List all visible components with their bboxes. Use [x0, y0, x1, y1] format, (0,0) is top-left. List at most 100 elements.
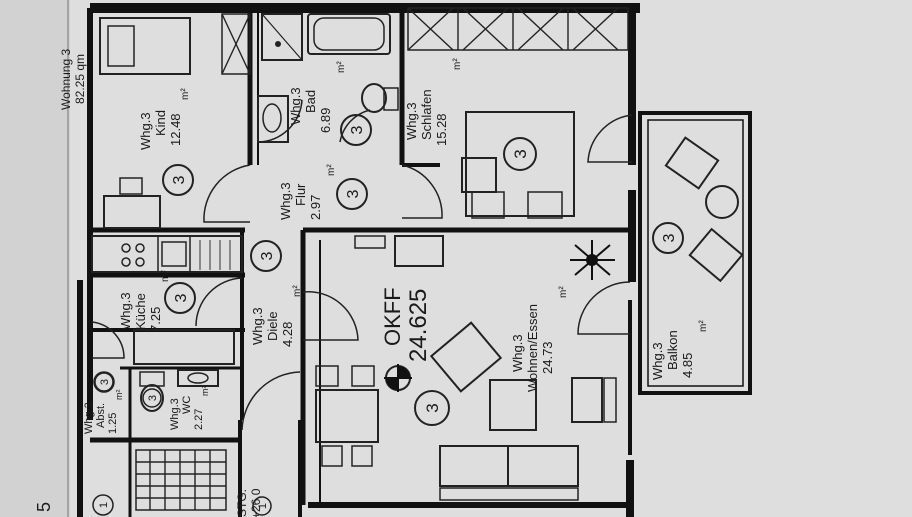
- svg-text:Whg.3: Whg.3: [650, 342, 665, 380]
- armchair: [429, 321, 503, 393]
- stair-marker: 1: [252, 496, 272, 516]
- left-edge-number: 5: [34, 502, 54, 512]
- kueche-counter: [91, 235, 243, 273]
- svg-text:Whg.3: Whg.3: [288, 87, 303, 125]
- sofa: [439, 445, 579, 501]
- room-label-wc: Whg.3 WC 2.27 m²: [169, 386, 210, 431]
- svg-text:3: 3: [423, 403, 442, 412]
- room-marker-flur: 3: [336, 178, 368, 210]
- svg-text:3: 3: [173, 293, 190, 302]
- room-marker-kind: 3: [162, 164, 194, 196]
- svg-text:2.97: 2.97: [308, 195, 323, 220]
- kind-bed: [99, 17, 191, 75]
- svg-text:m²: m²: [292, 285, 303, 297]
- svg-text:+26,0: +26,0: [249, 488, 263, 517]
- svg-text:m²: m²: [180, 88, 191, 100]
- svg-text:Whg.3: Whg.3: [138, 112, 153, 150]
- svg-text:3: 3: [259, 251, 276, 260]
- svg-text:3: 3: [349, 125, 366, 134]
- plant-icon: [570, 240, 615, 280]
- svg-text:OKFF: OKFF: [380, 287, 405, 346]
- balcony: [638, 111, 752, 395]
- svg-text:STG.: STG.: [235, 489, 249, 517]
- svg-text:3: 3: [171, 175, 188, 184]
- apartment-area: 82.25 qm: [73, 54, 87, 104]
- svg-text:Whg.3: Whg.3: [83, 402, 95, 434]
- svg-text:m²: m²: [558, 286, 569, 298]
- stairs: [135, 449, 227, 511]
- svg-text:Balkon: Balkon: [665, 330, 680, 370]
- svg-text:4.85: 4.85: [680, 353, 695, 378]
- wc-fixtures: [93, 369, 219, 412]
- room-label-diele: Whg.3 Diele 4.28 m²: [250, 285, 303, 347]
- svg-text:Whg.3: Whg.3: [278, 182, 293, 220]
- svg-text:2.27: 2.27: [193, 409, 205, 430]
- room-label-abst: Whg.3 Abst. 1.25 m²: [83, 390, 124, 435]
- kueche-door: [195, 277, 243, 327]
- interior-walls: [90, 10, 632, 517]
- stair-label: STG. +26,0: [235, 488, 263, 517]
- svg-text:Flur: Flur: [293, 183, 308, 206]
- dining-set: [315, 365, 379, 467]
- svg-text:Schlafen: Schlafen: [419, 89, 434, 140]
- left-margin: [0, 0, 70, 517]
- room-label-kueche: Whg.3 Küche 7.25 m²: [118, 270, 171, 332]
- schlafen-door: [587, 114, 633, 163]
- kind-desk: [103, 177, 161, 229]
- schlafen-windows: [407, 7, 629, 51]
- svg-text:3: 3: [661, 233, 678, 242]
- svg-text:m²: m²: [200, 386, 210, 397]
- bad-fixtures: [257, 13, 399, 143]
- svg-text:1: 1: [257, 503, 269, 509]
- svg-text:4.28: 4.28: [280, 322, 295, 347]
- svg-text:m²: m²: [160, 270, 171, 282]
- svg-text:m²: m²: [452, 58, 463, 70]
- room-marker-kueche: 3: [164, 282, 196, 314]
- room-label-balkon: Whg.3 Balkon 4.85 m²: [650, 320, 709, 380]
- room-marker-wohnen: 3: [414, 390, 450, 426]
- room-label-wohnen: Whg.3 Wohnen/Essen 24.73 m²: [510, 286, 569, 392]
- okff-label: OKFF 24.625: [380, 287, 432, 362]
- svg-text:m²: m²: [336, 61, 347, 73]
- wohnen-sideboard: [354, 235, 444, 267]
- svg-text:Whg.3: Whg.3: [169, 398, 181, 430]
- svg-text:15.28: 15.28: [434, 113, 449, 146]
- svg-text:Kind: Kind: [153, 110, 168, 136]
- room-label-bad: Whg.3 Bad 6.89 m²: [288, 61, 347, 133]
- svg-text:Abst.: Abst.: [95, 403, 107, 428]
- living-armchair-right: [571, 377, 617, 423]
- svg-text:3: 3: [147, 395, 159, 401]
- svg-text:Bad: Bad: [303, 90, 318, 113]
- svg-text:24.625: 24.625: [405, 289, 432, 362]
- room-marker-bad: 3: [340, 114, 372, 146]
- svg-text:WC: WC: [181, 396, 193, 414]
- svg-text:3: 3: [511, 149, 530, 158]
- svg-text:Whg.3: Whg.3: [510, 334, 525, 372]
- diele-doors: [91, 291, 359, 431]
- okff-symbol: [384, 364, 412, 392]
- svg-text:12.48: 12.48: [168, 113, 183, 146]
- svg-text:1: 1: [98, 502, 110, 508]
- room-label-flur: Whg.3 Flur 2.97 m²: [278, 164, 337, 220]
- svg-text:1.25: 1.25: [107, 413, 119, 434]
- svg-text:Diele: Diele: [265, 311, 280, 341]
- svg-text:m²: m²: [698, 320, 709, 332]
- kind-wardrobe: [221, 13, 251, 75]
- coffee-table: [489, 379, 537, 431]
- room-marker-wc: 3: [142, 388, 162, 408]
- svg-text:6.89: 6.89: [318, 108, 333, 133]
- apartment-name: Wohnung 3: [59, 49, 73, 110]
- svg-text:3: 3: [345, 189, 362, 198]
- room-label-kind: Whg.3 Kind 12.48 m²: [138, 88, 191, 150]
- room-marker-diele: 3: [250, 240, 282, 272]
- room-marker-balkon: 3: [652, 222, 684, 254]
- svg-text:24.73: 24.73: [540, 341, 555, 374]
- svg-text:3: 3: [99, 379, 111, 385]
- wohnen-door: [577, 281, 631, 335]
- svg-text:Küche: Küche: [133, 293, 148, 330]
- room-marker-abst: 3: [94, 372, 114, 392]
- svg-text:Whg.3: Whg.3: [118, 292, 133, 330]
- left-stair-marker: 1: [92, 494, 114, 516]
